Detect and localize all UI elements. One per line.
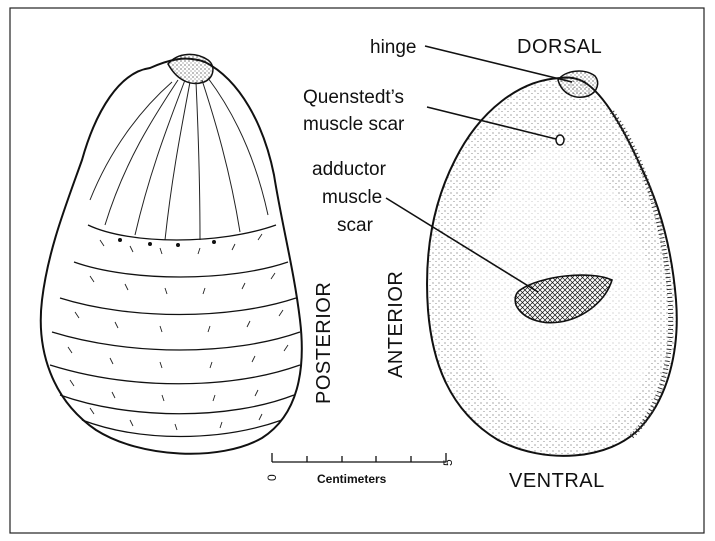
dorsal-label: DORSAL: [517, 36, 602, 58]
adductor-label-line3: scar: [337, 215, 374, 236]
quenstedt-label-line1: Quenstedt’s: [303, 87, 404, 108]
scale-unit-label: Centimeters: [317, 472, 387, 486]
adductor-label-line2: muscle: [322, 187, 382, 208]
anterior-label: ANTERIOR: [385, 271, 407, 378]
adductor-label-line1: adductor: [312, 159, 387, 180]
quenstedt-label-line2: muscle scar: [303, 114, 405, 135]
scale-end-label: 5: [441, 459, 455, 466]
scale-start-label: 0: [265, 474, 279, 481]
hinge-label: hinge: [370, 37, 417, 58]
ventral-label: VENTRAL: [509, 470, 605, 492]
posterior-label: POSTERIOR: [313, 282, 335, 404]
quenstedt-muscle-scar: [556, 135, 564, 145]
